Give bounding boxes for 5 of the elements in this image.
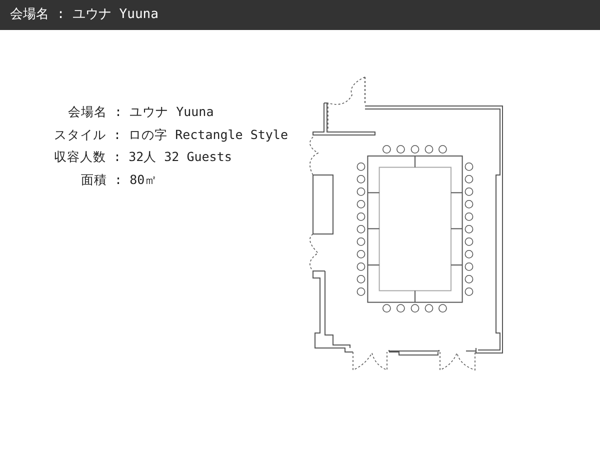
venue-info: 会場名 : ユウナ Yuuna xyxy=(68,104,214,120)
venue-info: スタイル : ロの字 Rectangle Style xyxy=(54,127,288,143)
header-title: 会場名 : ユウナ Yuuna xyxy=(10,7,158,23)
venue-info: 面積 : 80㎡ xyxy=(81,172,158,188)
venue-info: 収容人数 : 32人 32 Guests xyxy=(54,149,232,165)
